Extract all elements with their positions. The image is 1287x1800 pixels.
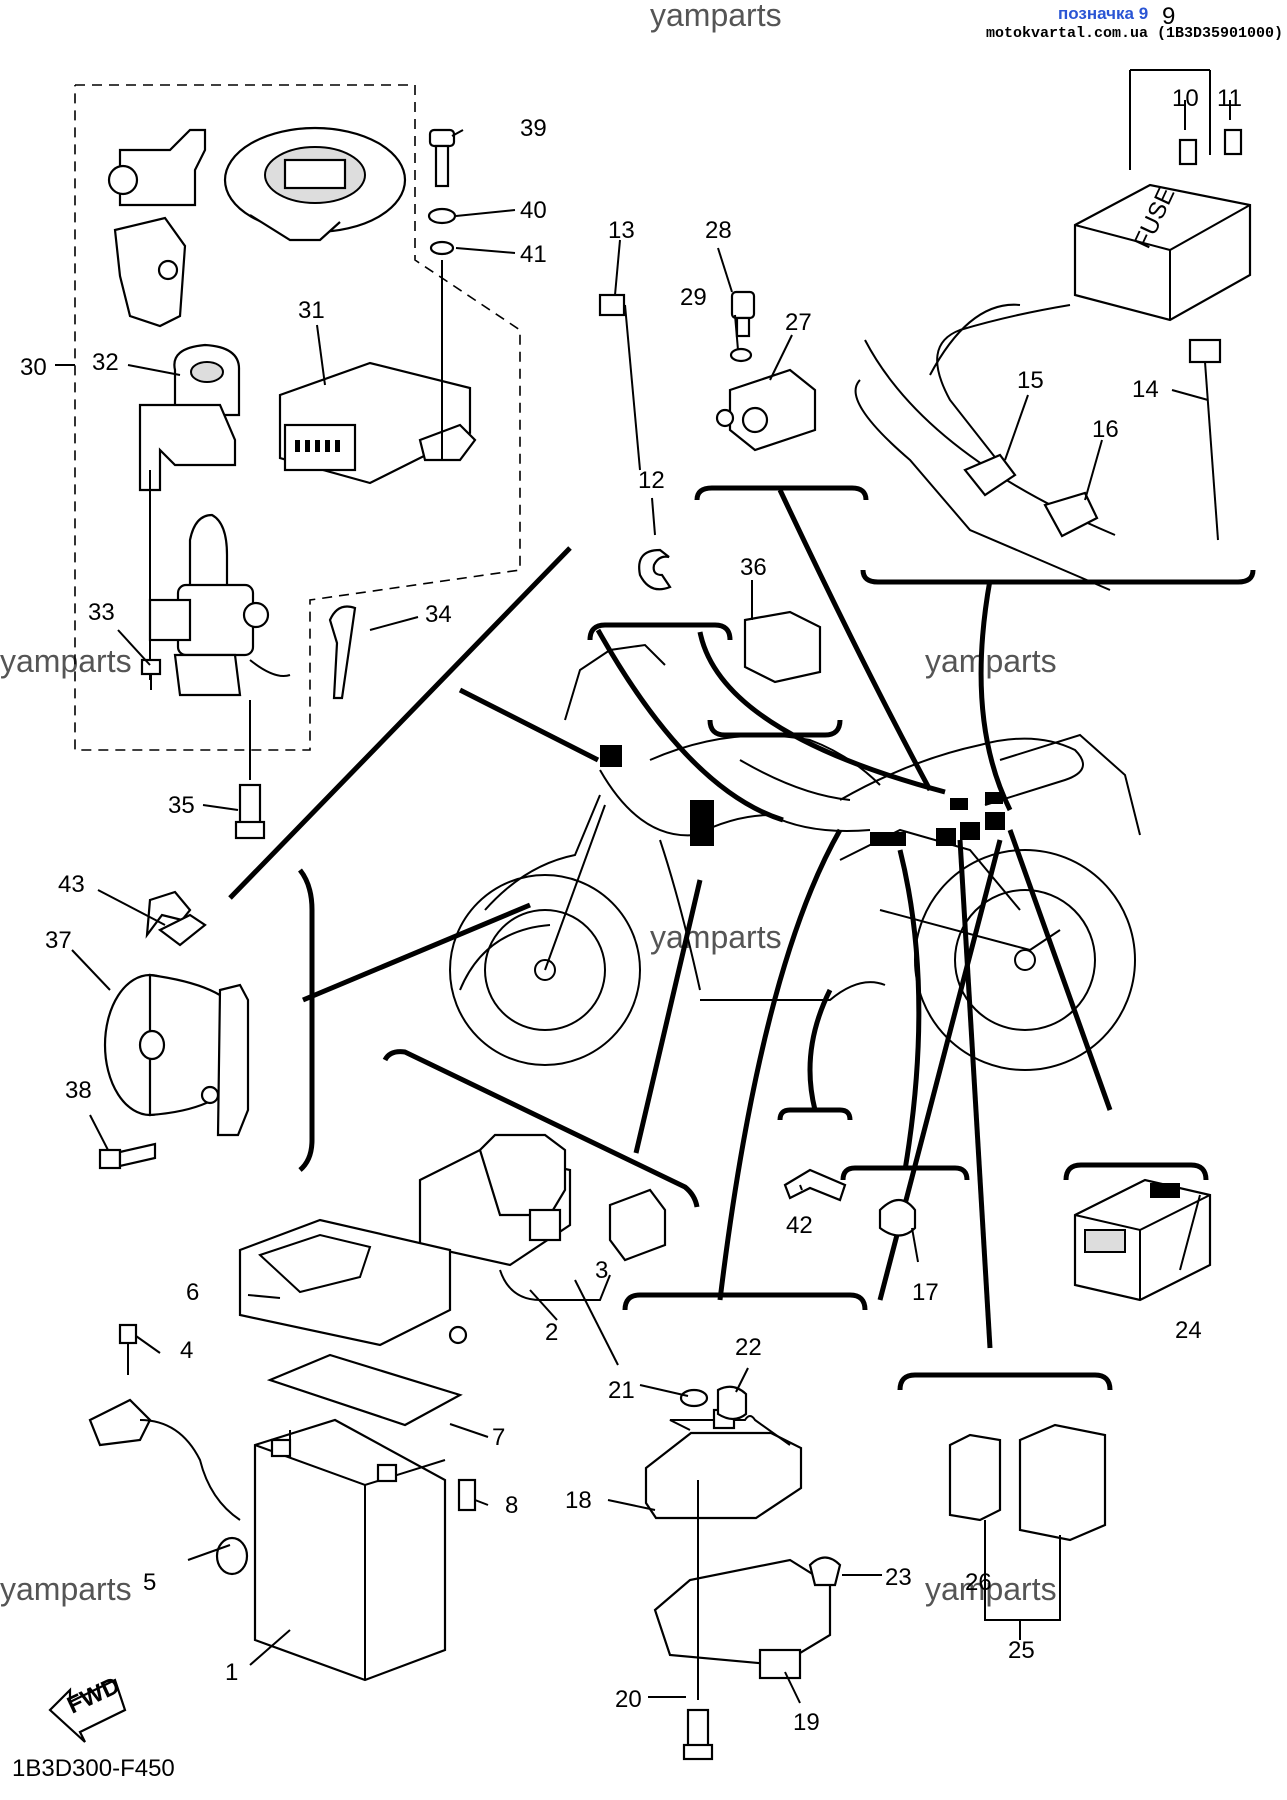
relay-36	[743, 610, 822, 684]
watermark: yamparts	[650, 919, 782, 955]
callout-40: 40	[520, 197, 547, 224]
ecu-bracket-group	[644, 1385, 842, 1761]
callout-11: 11	[1217, 85, 1242, 112]
callout-5: 5	[143, 1569, 156, 1596]
callout-8: 8	[505, 1492, 518, 1519]
callout-3: 3	[595, 1257, 608, 1284]
callout-numbers: 39 40 41 31 32 30 33 34 35 43 37 38 13 1…	[20, 3, 1242, 1736]
battery-group	[88, 1218, 477, 1682]
callout-30: 30	[20, 354, 47, 381]
callout-34: 34	[425, 601, 452, 628]
callout-23: 23	[885, 1564, 912, 1591]
watermark: yamparts	[925, 1571, 1057, 1607]
fwd-arrow: FWD	[48, 1672, 127, 1743]
callout-38: 38	[65, 1077, 92, 1104]
lock-set-group	[74, 84, 521, 840]
relay-group	[715, 290, 817, 452]
fuse-box-group: FUSE	[598, 69, 1252, 591]
horn-group	[98, 868, 315, 1172]
callout-39: 39	[520, 115, 547, 142]
clamp-17	[878, 1198, 917, 1237]
motorcycle-outline	[449, 643, 1141, 1071]
watermark: yamparts	[925, 643, 1057, 679]
callout-31: 31	[298, 297, 325, 324]
callout-42: 42	[786, 1212, 813, 1239]
callout-24: 24	[1175, 1317, 1202, 1344]
callout-43: 43	[58, 871, 85, 898]
callout-16: 16	[1092, 416, 1119, 443]
callout-32: 32	[92, 349, 119, 376]
callout-12: 12	[638, 467, 665, 494]
callout-35: 35	[168, 792, 195, 819]
callout-13: 13	[608, 217, 635, 244]
clamp-43	[157, 913, 207, 947]
callout-22: 22	[735, 1334, 762, 1361]
callout-26: 26	[965, 1569, 992, 1596]
callout-6: 6	[186, 1279, 199, 1306]
callout-19: 19	[793, 1709, 820, 1736]
callout-leaders	[55, 129, 1209, 1704]
callout-18: 18	[565, 1487, 592, 1514]
callout-27: 27	[785, 309, 812, 336]
clamp-42	[783, 1168, 847, 1202]
callout-15: 15	[1017, 367, 1044, 394]
callout-37: 37	[45, 927, 72, 954]
header-site: motokvartal.com.ua (1B3D35901000)	[986, 25, 1284, 42]
callout-4: 4	[180, 1337, 193, 1364]
relay-25-26	[948, 1423, 1107, 1640]
watermark: yamparts	[0, 1571, 132, 1607]
callout-1: 1	[225, 1659, 238, 1686]
circlip	[638, 548, 672, 591]
callout-28: 28	[705, 217, 732, 244]
callout-20: 20	[615, 1686, 642, 1713]
header-label: позначка 9	[1058, 4, 1149, 23]
callout-7: 7	[492, 1424, 505, 1451]
callout-9: 9	[1162, 3, 1175, 30]
callout-25: 25	[1008, 1637, 1035, 1664]
callout-36: 36	[740, 554, 767, 581]
callout-41: 41	[520, 241, 547, 268]
starter-relay-group	[418, 1133, 667, 1301]
callout-29: 29	[680, 284, 707, 311]
watermark: yamparts	[0, 643, 132, 679]
callout-10: 10	[1172, 85, 1199, 112]
callout-17: 17	[912, 1279, 939, 1306]
callout-33: 33	[88, 599, 115, 626]
callout-21: 21	[608, 1377, 635, 1404]
footer-code: 1B3D300-F450	[12, 1755, 175, 1782]
callout-2: 2	[545, 1319, 558, 1346]
watermark: yamparts	[650, 0, 782, 33]
relay-24	[1073, 1178, 1212, 1302]
callout-14: 14	[1132, 376, 1159, 403]
